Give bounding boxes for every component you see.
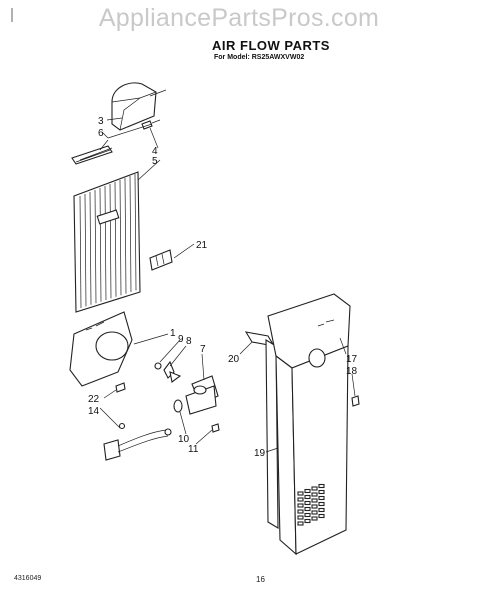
vent-slot [304,518,311,524]
part-small-grille[interactable] [149,249,173,271]
vent-slot [311,492,318,497]
leader-lines [99,117,356,453]
part-wire-harness[interactable] [103,422,172,461]
part-screw-18[interactable] [351,395,360,407]
vent-slot [311,486,318,491]
vent-slot [304,500,311,506]
callout-3: 3 [98,116,104,127]
callout-11: 11 [188,444,199,455]
part-screw-4[interactable] [141,119,161,130]
part-retainer[interactable] [154,362,162,370]
vent-slot [304,494,311,500]
part-duct-housing[interactable] [111,82,167,131]
duct-rib [134,173,137,291]
page-number: 16 [256,575,265,584]
duct-rib [124,177,127,294]
watermark: AppliancePartsPros.com [98,4,380,32]
vent-slot [297,503,304,508]
callout-21: 21 [196,240,208,251]
duct-rib [114,181,117,297]
callout-5: 5 [152,156,158,167]
vent-slot [304,488,311,494]
callout-8: 8 [186,336,192,347]
part-screw-22[interactable] [115,382,126,393]
callout-4: 4 [152,146,158,157]
part-air-tower-cover[interactable] [267,293,351,556]
callout-20: 20 [228,354,240,365]
callout-1: 1 [170,328,176,339]
model-subtitle: For Model: RS25AWXVW02 [214,54,305,61]
part-seal-strip[interactable] [244,331,279,529]
duct-rib [94,189,97,304]
vent-slot [311,516,318,521]
document-number: 4316049 [14,575,42,582]
callout-10: 10 [178,434,190,445]
callout-22: 22 [88,394,100,405]
duct-rib [129,175,132,293]
callout-14: 14 [88,406,100,417]
callout-17: 17 [346,354,358,365]
vent-slot [311,504,318,509]
vent-slot [318,507,325,513]
duct-rib [79,195,82,309]
duct-rib [104,185,107,301]
vent-slot [311,510,318,515]
vent-slot [297,521,304,526]
callout-7: 7 [200,344,206,355]
vent-slot [318,483,325,489]
part-grommet[interactable] [173,399,183,413]
duct-rib [89,191,92,305]
duct-rib [109,183,112,299]
vent-slot [318,513,325,519]
vent-slot [297,491,304,496]
callout-labels: 3 6 4 5 21 1 9 8 7 20 17 18 22 14 10 11 … [88,116,358,459]
part-fan-motor[interactable] [185,375,219,415]
part-fan-blade[interactable] [163,360,182,383]
vent-slot [311,498,318,503]
vent-slot [297,509,304,514]
callout-19: 19 [254,448,266,459]
callout-6: 6 [98,128,104,139]
part-air-duct-panel[interactable] [73,171,141,313]
part-screw-11[interactable] [211,423,220,433]
vent-slot [318,489,325,495]
diagram-title: AIR FLOW PARTS [212,38,330,53]
duct-rib [119,179,122,296]
vent-slot [297,515,304,520]
part-fan-shroud[interactable] [69,311,133,387]
callout-9: 9 [178,334,184,345]
duct-rib [99,187,102,302]
vent-slot [318,495,325,501]
duct-rib [84,193,87,307]
part-damper-grille[interactable] [71,145,113,165]
vent-slot [304,512,311,518]
vent-slot [318,501,325,507]
vent-slot [304,506,311,512]
callout-18: 18 [346,366,358,377]
vent-slot [297,497,304,502]
